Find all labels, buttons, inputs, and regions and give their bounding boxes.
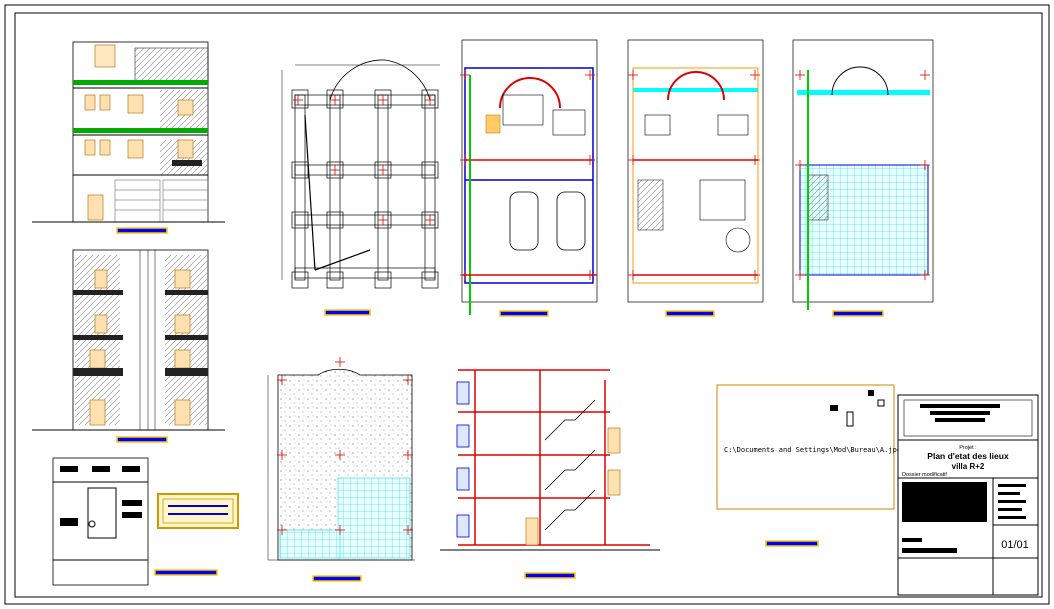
title-block [897,394,1039,596]
title-bar [116,436,168,443]
title-bar [665,310,715,317]
inner-frame [14,12,1043,598]
front-elevation [32,41,225,234]
xref-frame [716,384,895,547]
legend-box [157,493,239,529]
title-bar [832,310,884,317]
title-bar [154,569,218,576]
ground-floor-plan [459,39,598,317]
xref-path: C:\Documents and Settings\Mod\Bureau\A.j… [724,446,901,454]
foundation-plan [281,59,440,316]
drawing-title: Plan d'etat des lieux [927,451,1009,461]
terrace-plan [792,39,934,317]
title-bar [324,309,371,316]
project-label: Projet : [959,445,977,451]
roof-slab-plan [267,356,415,582]
first-floor-plan [627,39,764,317]
title-bar [312,575,362,582]
title-bar [499,310,549,317]
sheet-number: 01/01 [1001,539,1029,551]
site-plan [52,457,218,586]
outer-frame [4,4,1050,605]
building-section [440,369,660,579]
title-bar [765,540,819,547]
title-bar [524,572,576,579]
drawing-subtitle: villa R+2 [952,462,985,471]
dossier-label: Dossier modificatif [902,472,947,478]
title-bar [116,227,168,234]
side-elevation [32,249,225,443]
